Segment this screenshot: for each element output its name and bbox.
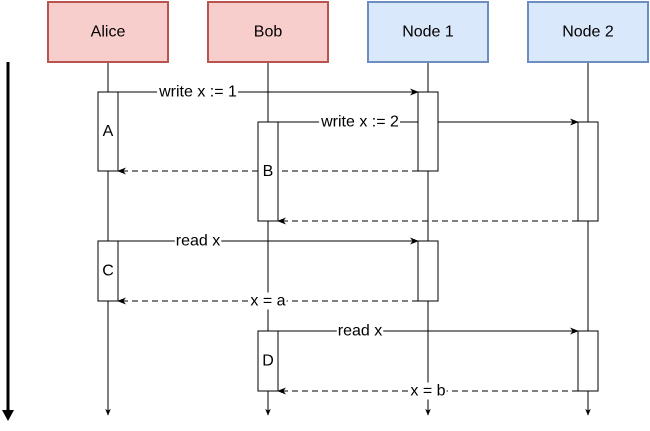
message-label-1-background xyxy=(157,83,238,101)
message-label-8-background xyxy=(409,382,447,400)
activation-4 xyxy=(577,121,599,222)
activation-1: A xyxy=(97,91,119,172)
message-label-6: x = a xyxy=(250,293,285,310)
activation-2: B xyxy=(257,121,279,222)
activation-bar-1 xyxy=(97,91,119,172)
participant-box-node2 xyxy=(527,1,649,63)
message-label-6-background xyxy=(249,292,287,310)
message-label-2: write x := 2 xyxy=(320,114,399,131)
message-label-5-group: read x xyxy=(174,232,222,250)
participant-bob: Bob xyxy=(207,1,329,63)
activation-bar-4 xyxy=(577,121,599,222)
activation-bar-8 xyxy=(577,330,599,392)
activation-5: C xyxy=(97,240,119,302)
participant-node2: Node 2 xyxy=(527,1,649,63)
message-label-5-background xyxy=(174,232,222,250)
activation-8 xyxy=(577,330,599,392)
activation-bar-5 xyxy=(97,240,119,302)
activation-bar-2 xyxy=(257,121,279,222)
message-label-8: x = b xyxy=(410,383,445,400)
activation-6 xyxy=(417,240,439,302)
participant-label-bob: Bob xyxy=(254,24,283,41)
participant-box-alice xyxy=(47,1,169,63)
time-axis-arrowhead xyxy=(2,410,14,421)
activation-bar-7 xyxy=(257,330,279,392)
participant-label-alice: Alice xyxy=(91,24,126,41)
activation-label-D: D xyxy=(262,353,274,370)
participant-label-node2: Node 2 xyxy=(562,24,614,41)
activation-label-C: C xyxy=(102,263,114,280)
message-label-7-group: read x xyxy=(336,322,384,340)
message-label-1: write x := 1 xyxy=(158,84,237,101)
participant-box-bob xyxy=(207,1,329,63)
activation-label-B: B xyxy=(263,163,274,180)
participant-node1: Node 1 xyxy=(367,1,489,63)
message-label-7: read x xyxy=(338,323,382,340)
message-label-8-group: x = b xyxy=(409,382,447,400)
participant-alice: Alice xyxy=(47,1,169,63)
activation-label-A: A xyxy=(103,123,114,140)
activation-bar-3 xyxy=(417,91,439,172)
activation-7: D xyxy=(257,330,279,392)
activation-bar-6 xyxy=(417,240,439,302)
participant-box-node1 xyxy=(367,1,489,63)
message-label-7-background xyxy=(336,322,384,340)
message-label-6-group: x = a xyxy=(249,292,287,310)
message-label-2-background xyxy=(319,113,400,131)
activation-3 xyxy=(417,91,439,172)
message-label-1-group: write x := 1 xyxy=(157,83,238,101)
message-label-5: read x xyxy=(176,233,220,250)
participant-label-node1: Node 1 xyxy=(402,24,454,41)
message-label-2-group: write x := 2 xyxy=(319,113,400,131)
